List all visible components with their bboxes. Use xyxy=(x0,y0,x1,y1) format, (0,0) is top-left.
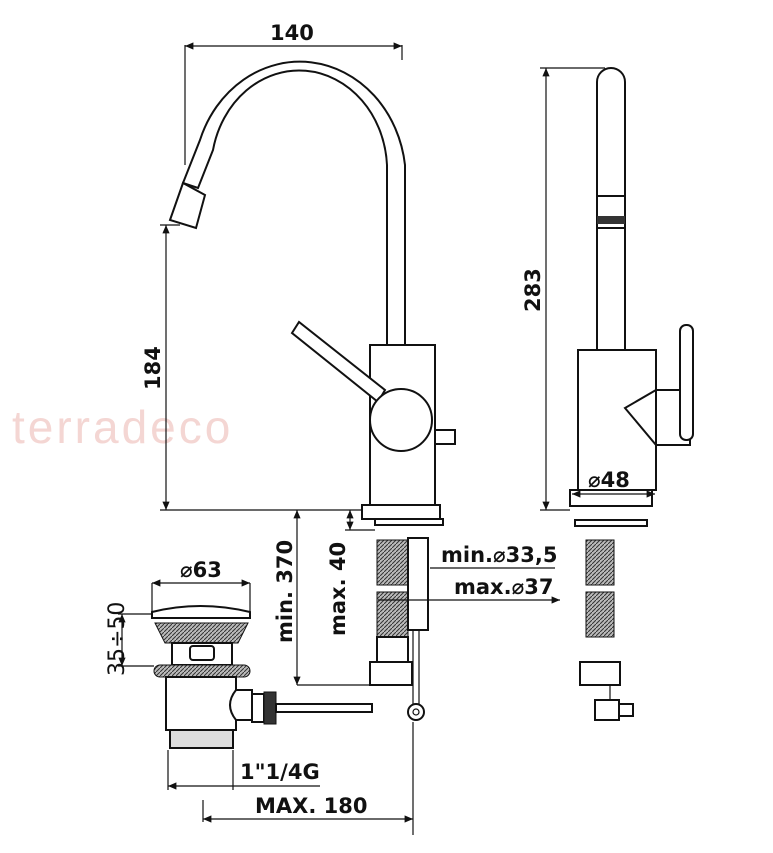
watermark: terradeco xyxy=(12,401,233,453)
dim-spout-height: 184 xyxy=(141,346,165,390)
faucet-front-view xyxy=(168,60,456,721)
dim-waste-height: 35÷50 xyxy=(105,602,130,676)
dim-hole-min: min.⌀33,5 xyxy=(441,543,557,567)
dim-deck-thickness: max. 40 xyxy=(326,542,350,636)
dim-total-height: 283 xyxy=(521,268,545,312)
dim-waste-diameter: ⌀63 xyxy=(180,558,222,582)
faucet-side-view xyxy=(569,67,694,721)
dimension-lines xyxy=(118,42,655,835)
dim-spout-reach: 140 xyxy=(270,21,314,45)
dim-hole-max: max.⌀37 xyxy=(454,575,553,599)
dim-hose-length: min. 370 xyxy=(273,540,297,643)
pop-up-waste xyxy=(151,605,373,749)
dim-waste-thread: 1"1/4G xyxy=(240,760,320,784)
dim-base-diameter: ⌀48 xyxy=(588,468,630,492)
dim-rod-length: MAX. 180 xyxy=(255,794,367,818)
